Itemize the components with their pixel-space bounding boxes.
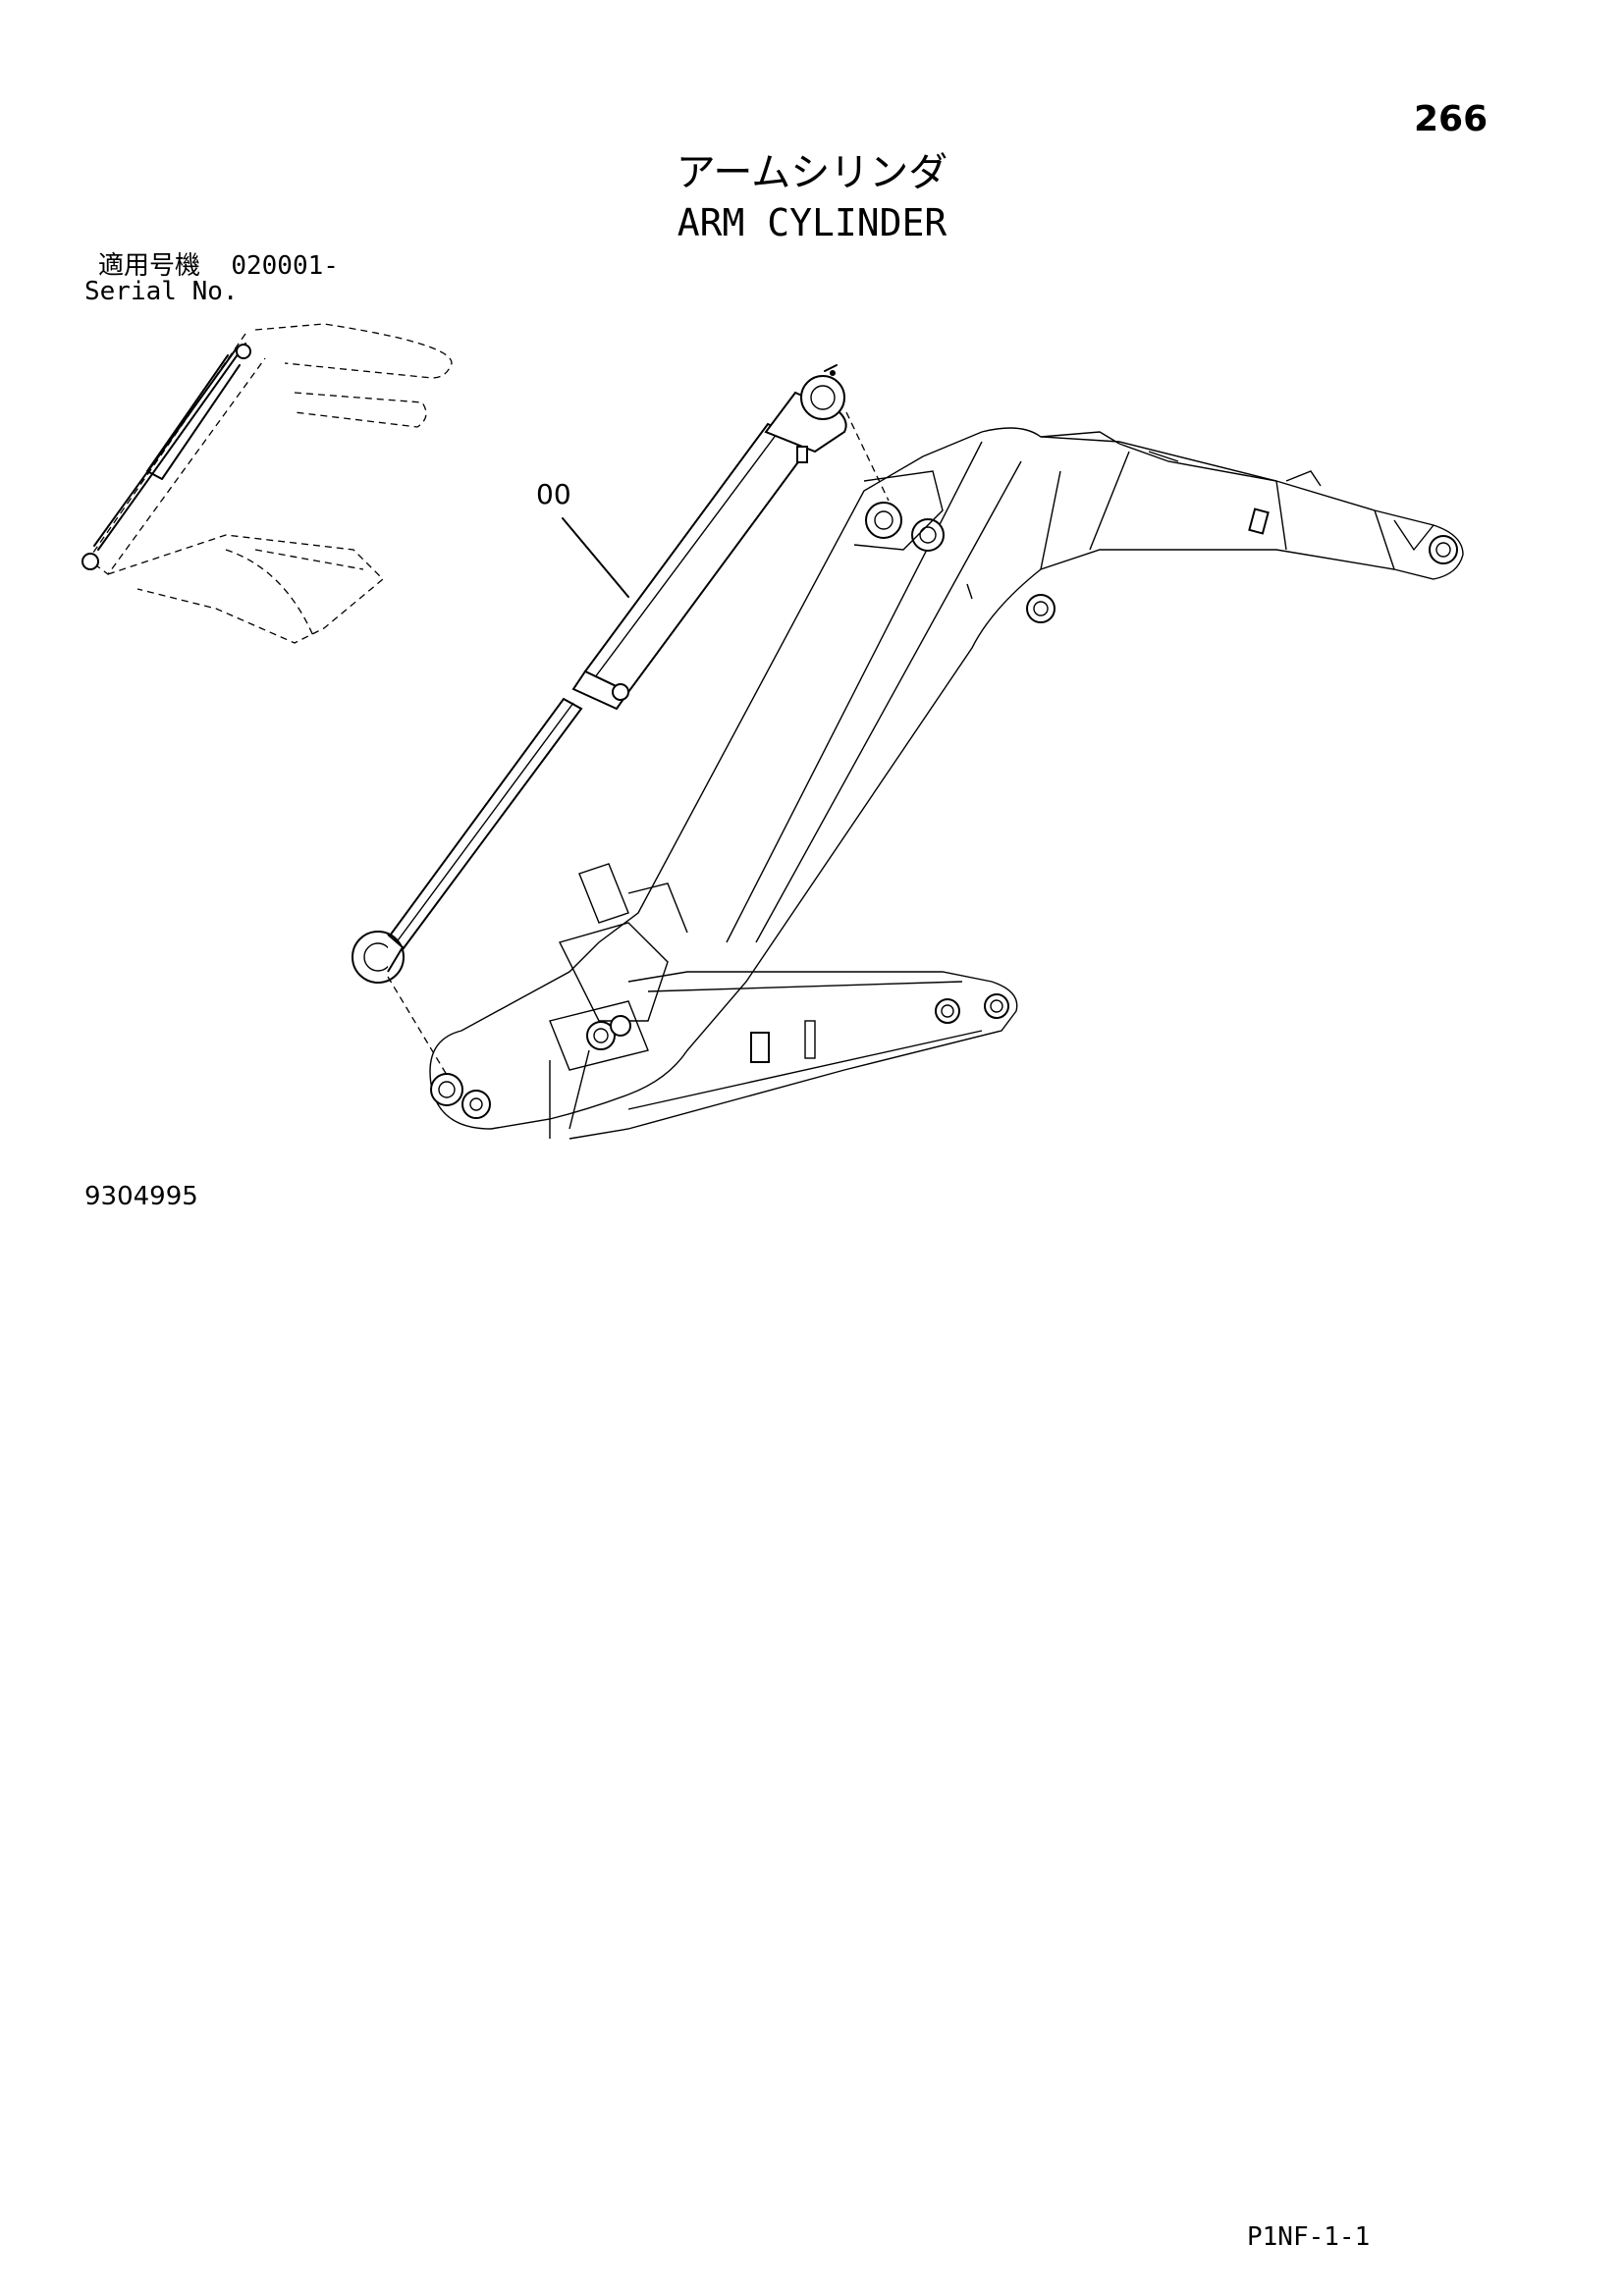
serial-label-english: Serial No.	[84, 277, 239, 306]
assembly-leader-lines	[387, 411, 890, 1076]
arm-bracket	[430, 863, 688, 1139]
drawing-number: 9304995	[84, 1182, 198, 1211]
page-number: 266	[1414, 99, 1489, 139]
overview-thumbnail	[81, 323, 453, 644]
arm-outline	[568, 971, 1018, 1140]
arm-cylinder	[352, 364, 847, 984]
page-code: P1NF-1-1	[1247, 2222, 1371, 2252]
page-title-japanese: アームシリンダ	[676, 150, 948, 195]
callout-leader-00	[562, 517, 629, 598]
serial-value: 020001-	[231, 251, 339, 281]
boom-foot-pin	[853, 470, 1056, 623]
page-title-english: ARM CYLINDER	[677, 201, 947, 244]
boom-outline	[429, 427, 1464, 1130]
serial-label-japanese: 適用号機	[98, 251, 201, 281]
serial-applicability: 適用号機 020001-	[98, 253, 339, 279]
callout-label-00: 00	[536, 478, 571, 510]
